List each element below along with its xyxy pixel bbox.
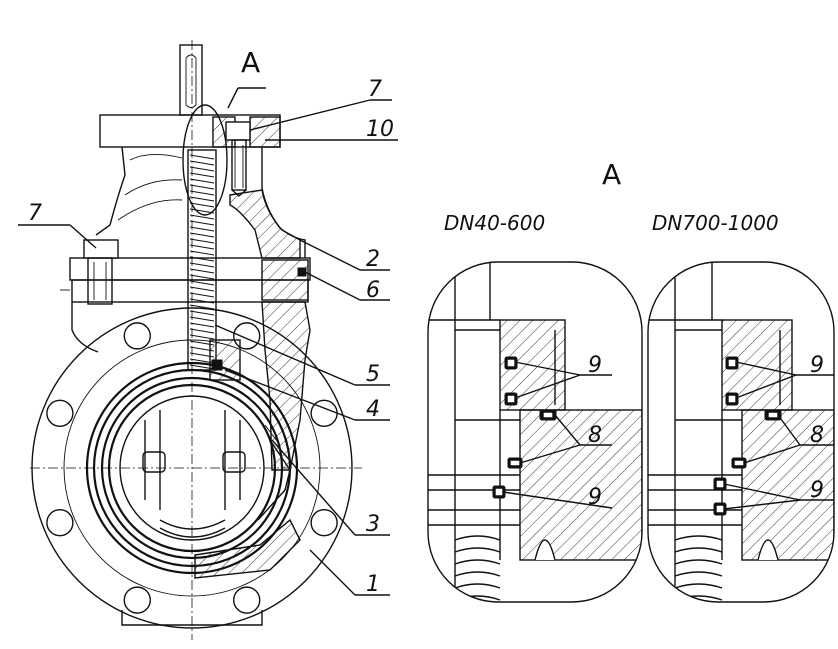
callout-5: 5 xyxy=(366,362,380,387)
valve-cross-section xyxy=(30,40,362,640)
detail-a-label: A xyxy=(602,158,621,191)
callout-4: 4 xyxy=(366,397,380,422)
callout-7-left: 7 xyxy=(28,201,42,226)
detail-dn40-600 xyxy=(427,261,643,603)
detail-left-title: DN40-600 xyxy=(444,211,545,235)
left-callout-9-top: 9 xyxy=(588,353,602,378)
callout-6: 6 xyxy=(366,278,380,303)
leader-lines xyxy=(18,99,398,596)
right-callout-9-bottom: 9 xyxy=(810,478,824,503)
right-callout-9-top: 9 xyxy=(810,353,824,378)
left-callout-9-bottom: 9 xyxy=(588,485,602,510)
detail-right-title: DN700-1000 xyxy=(652,211,779,235)
left-callout-8: 8 xyxy=(588,423,602,448)
callout-3: 3 xyxy=(366,512,380,537)
callout-1: 1 xyxy=(366,572,380,597)
view-a-label: A xyxy=(241,46,260,79)
callout-2: 2 xyxy=(366,247,380,272)
callout-10: 10 xyxy=(366,117,394,142)
right-callout-8: 8 xyxy=(810,423,824,448)
callout-7-top: 7 xyxy=(368,77,382,102)
view-a-marker xyxy=(182,104,228,216)
detail-dn700-1000 xyxy=(647,261,835,603)
